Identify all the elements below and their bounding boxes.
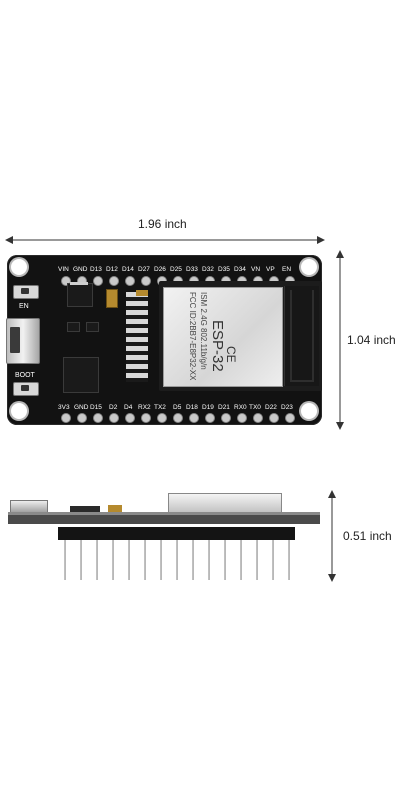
pin-label: D27 bbox=[138, 266, 150, 273]
pin-label: GND bbox=[73, 266, 88, 273]
pin-label: D23 bbox=[281, 404, 293, 411]
voltage-regulator bbox=[67, 283, 93, 307]
header-pin bbox=[272, 540, 274, 580]
pin-pad bbox=[61, 413, 71, 423]
component-array bbox=[126, 292, 148, 382]
pin-label: D15 bbox=[90, 404, 102, 411]
pin-label: TX2 bbox=[154, 404, 166, 411]
pin-label: TX0 bbox=[249, 404, 261, 411]
pin-label: D33 bbox=[186, 266, 198, 273]
pin-label: D32 bbox=[202, 266, 214, 273]
pin-label: D12 bbox=[106, 266, 118, 273]
pin-pad bbox=[173, 413, 183, 423]
boot-button bbox=[13, 382, 39, 396]
pin-label: D22 bbox=[265, 404, 277, 411]
pin-pad bbox=[109, 413, 119, 423]
capacitor bbox=[136, 290, 148, 296]
height-dimension-label: 1.04 inch bbox=[347, 333, 396, 347]
pin-pad bbox=[269, 413, 279, 423]
header-pin bbox=[80, 540, 82, 580]
regulator-tab bbox=[70, 282, 88, 285]
pin-label: RX0 bbox=[234, 404, 247, 411]
pin-label: D35 bbox=[218, 266, 230, 273]
pin-label: RX2 bbox=[138, 404, 151, 411]
pin-label: 3V3 bbox=[58, 404, 70, 411]
component-side bbox=[70, 506, 100, 513]
module-cert-line1: ISM 2.4G 802.11b/g/n bbox=[199, 292, 208, 370]
pin-pad bbox=[237, 413, 247, 423]
pin-pad bbox=[221, 413, 231, 423]
header-pin bbox=[208, 540, 210, 580]
depth-dimension-arrow bbox=[328, 490, 336, 582]
mount-hole bbox=[11, 403, 27, 419]
ce-mark: CE bbox=[224, 346, 238, 363]
pin-label: VP bbox=[266, 266, 275, 273]
header-pin bbox=[192, 540, 194, 580]
height-dimension-arrow bbox=[336, 250, 344, 430]
pin-label: D25 bbox=[170, 266, 182, 273]
pin-label: EN bbox=[282, 266, 292, 273]
pin-label: GND bbox=[74, 404, 89, 411]
pin-label: D34 bbox=[234, 266, 246, 273]
pin-label: D26 bbox=[154, 266, 166, 273]
width-dimension-label: 1.96 inch bbox=[138, 217, 187, 231]
pin-pad bbox=[93, 276, 103, 286]
pin-header bbox=[58, 527, 295, 540]
width-dimension-arrow bbox=[5, 236, 325, 244]
header-pin bbox=[160, 540, 162, 580]
pin-label: D18 bbox=[186, 404, 198, 411]
pin-pad bbox=[77, 413, 87, 423]
pin-label: D4 bbox=[124, 404, 133, 411]
usb-uart-chip bbox=[63, 357, 99, 393]
module-cert-line2: FCC ID:2BB7-E8P32-XX bbox=[188, 292, 197, 381]
pin-pad bbox=[125, 276, 135, 286]
pin-pad bbox=[109, 276, 119, 286]
header-pin bbox=[144, 540, 146, 580]
header-pin bbox=[240, 540, 242, 580]
header-pin bbox=[112, 540, 114, 580]
pin-pad bbox=[253, 413, 263, 423]
en-button bbox=[13, 285, 39, 299]
header-pin bbox=[64, 540, 66, 580]
pin-label: VN bbox=[251, 266, 261, 273]
mount-hole bbox=[301, 403, 317, 419]
pcb-edge bbox=[8, 512, 320, 516]
transistor bbox=[86, 322, 99, 332]
pin-pad bbox=[189, 413, 199, 423]
pin-label: D14 bbox=[122, 266, 134, 273]
pin-label: D13 bbox=[90, 266, 102, 273]
pin-pad bbox=[285, 413, 295, 423]
depth-dimension-label: 0.51 inch bbox=[343, 529, 392, 543]
antenna-trace bbox=[290, 290, 314, 382]
header-pin bbox=[288, 540, 290, 580]
pin-pad bbox=[141, 276, 151, 286]
component-side bbox=[108, 505, 122, 513]
pcb-side-view bbox=[8, 515, 320, 524]
transistor bbox=[67, 322, 80, 332]
capacitor bbox=[106, 289, 118, 308]
pin-pad bbox=[205, 413, 215, 423]
pin-label: VIN bbox=[58, 266, 69, 273]
header-pin bbox=[224, 540, 226, 580]
en-button-label: EN bbox=[19, 303, 29, 310]
pin-label: D5 bbox=[173, 404, 182, 411]
header-pin bbox=[256, 540, 258, 580]
pin-pad bbox=[141, 413, 151, 423]
mount-hole bbox=[301, 259, 317, 275]
mount-hole bbox=[11, 259, 27, 275]
boot-button-label: BOOT bbox=[15, 372, 35, 379]
header-pin bbox=[176, 540, 178, 580]
pin-label: D2 bbox=[109, 404, 118, 411]
pin-pad bbox=[61, 276, 71, 286]
pin-pad bbox=[93, 413, 103, 423]
pin-pad bbox=[125, 413, 135, 423]
header-pin bbox=[96, 540, 98, 580]
header-pin bbox=[128, 540, 130, 580]
micro-usb-opening bbox=[10, 327, 20, 353]
pin-label: D21 bbox=[218, 404, 230, 411]
pin-label: D19 bbox=[202, 404, 214, 411]
module-shield bbox=[163, 287, 283, 387]
pin-pad bbox=[157, 413, 167, 423]
